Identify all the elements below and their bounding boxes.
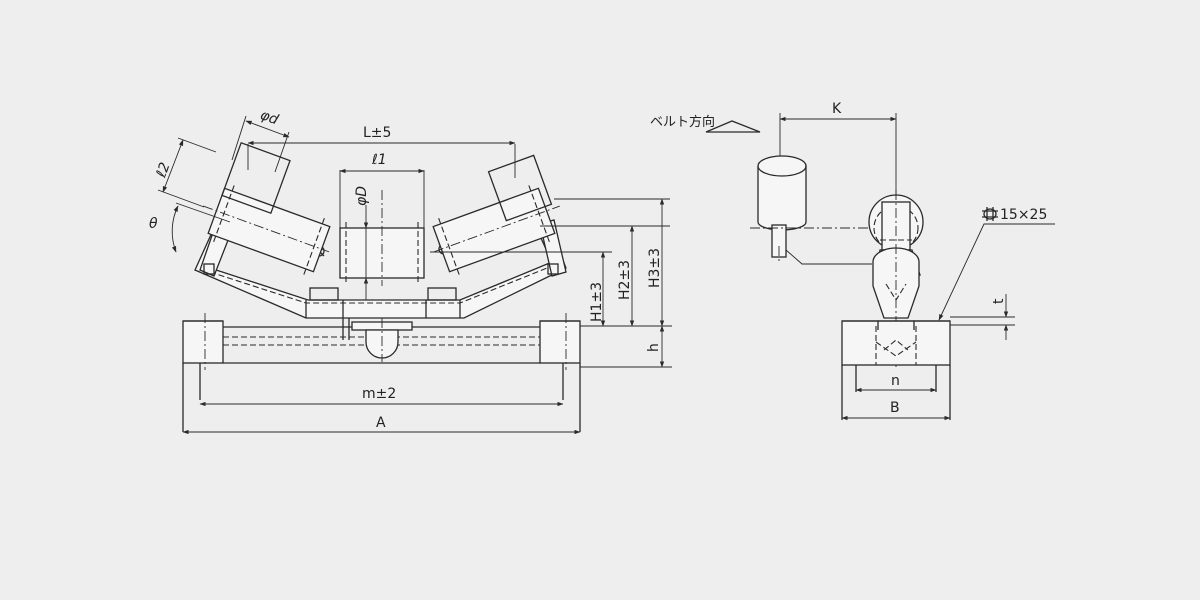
- label-L: L±5: [363, 125, 391, 141]
- front-dimensions: [157, 115, 672, 435]
- side-dimensions: [841, 223, 1055, 421]
- side-bracket: [868, 190, 924, 370]
- center-support: [342, 300, 413, 362]
- right-roller-outline: [487, 154, 553, 222]
- label-belt-direction: ベルト方向: [650, 114, 715, 130]
- label-phi-D: φD: [354, 186, 370, 206]
- label-h: h: [646, 343, 662, 352]
- label-phi-d: φd: [258, 107, 281, 128]
- label-n: n: [891, 373, 900, 389]
- label-B: B: [890, 400, 900, 416]
- labels: φd L±5 ℓ2 ℓ1 φD θ H1±3 H2±3 H3±3 h m±2 A…: [149, 101, 1047, 431]
- label-H3: H3±3: [647, 248, 663, 288]
- side-base: [841, 320, 951, 420]
- label-H2: H2±3: [617, 260, 633, 300]
- side-view: [705, 113, 1055, 421]
- label-l1: ℓ1: [371, 152, 387, 168]
- front-view: [157, 115, 672, 435]
- label-l2: ℓ2: [153, 160, 173, 180]
- right-wing-roller: [432, 185, 560, 275]
- triangle-arrow-icon: [705, 120, 761, 133]
- label-A: A: [376, 415, 386, 431]
- label-theta: θ: [149, 216, 158, 232]
- left-roller-outline: [221, 141, 291, 215]
- label-hole: 15×25: [1000, 207, 1047, 223]
- label-K: K: [832, 101, 842, 117]
- label-t: t: [991, 298, 1007, 304]
- label-H1: H1±3: [589, 282, 605, 322]
- side-roller: [750, 155, 900, 265]
- bolt-hole-icon: [982, 207, 998, 221]
- left-wing-roller: [203, 185, 331, 275]
- label-m: m±2: [362, 386, 396, 402]
- center-roller: [339, 190, 425, 286]
